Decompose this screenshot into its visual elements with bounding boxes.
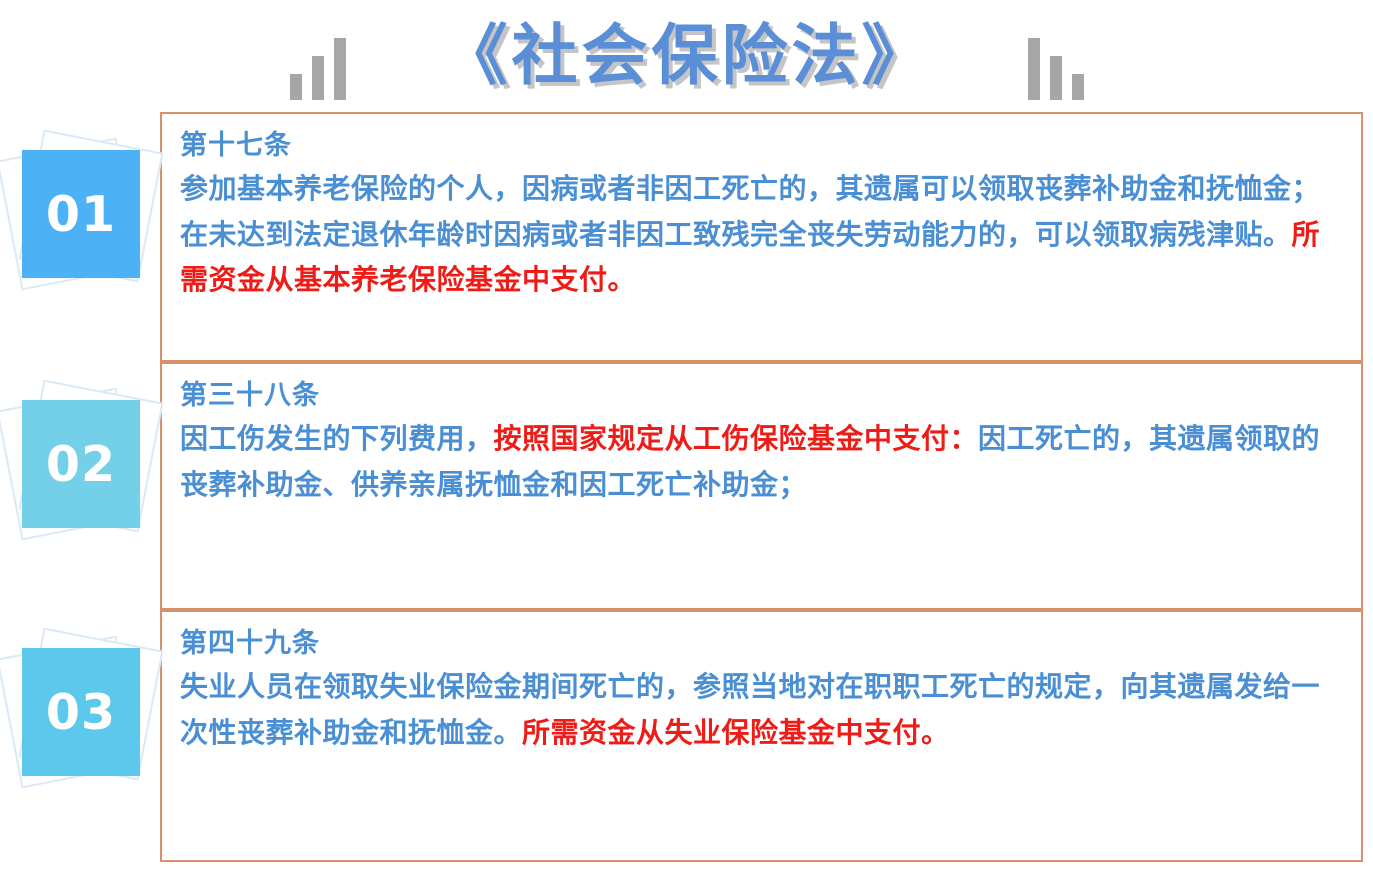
block-number-badge: 02 [22,400,140,528]
article-block: 02 第三十八条 因工伤发生的下列费用，按照国家规定从工伤保险基金中支付：因工死… [0,362,1373,610]
block-number-badge: 01 [22,150,140,278]
article-body-plain: 参加基本养老保险的个人，因病或者非因工死亡的，其遗属可以领取丧葬补助金和抚恤金；… [180,172,1321,251]
article-title: 第三十八条 [180,380,320,411]
article-body: 失业人员在领取失业保险金期间死亡的，参照当地对在职职工死亡的规定，向其遗属发给一… [180,664,1347,755]
decor-bar [1027,38,1040,100]
article-body: 参加基本养老保险的个人，因病或者非因工死亡的，其遗属可以领取丧葬补助金和抚恤金；… [180,166,1347,302]
article-body: 因工伤发生的下列费用，按照国家规定从工伤保险基金中支付：因工死亡的，其遗属领取的… [180,416,1347,507]
article-block: 03 第四十九条 失业人员在领取失业保险金期间死亡的，参照当地对在职职工死亡的规… [0,610,1373,862]
article-body-plain: 失业人员在领取失业保险金期间死亡的，参照当地对在职职工死亡的规定，向其遗属发给一… [180,670,1321,749]
article-body-highlight: 所需资金从失业保险基金中支付。 [522,715,950,749]
article-body-plain: 因工伤发生的下列费用， [180,422,494,456]
badge-zone: 01 [0,112,164,362]
block-number-badge: 03 [22,648,140,776]
badge-zone: 03 [0,610,164,862]
bar-chart-ascending-icon [289,30,346,100]
article-card: 第三十八条 因工伤发生的下列费用，按照国家规定从工伤保险基金中支付：因工死亡的，… [160,362,1363,610]
page-title: 《社会保险法》 [441,17,932,94]
article-card: 第四十九条 失业人员在领取失业保险金期间死亡的，参照当地对在职职工死亡的规定，向… [160,610,1363,862]
block-number-label: 03 [45,683,117,741]
badge-zone: 02 [0,362,164,610]
decor-bar [1049,56,1062,100]
block-number-label: 02 [45,435,117,493]
article-body-highlight: 按照国家规定从工伤保险基金中支付： [493,422,979,456]
article-block: 01 第十七条 参加基本养老保险的个人，因病或者非因工死亡的，其遗属可以领取丧葬… [0,112,1373,362]
poster-header: 《社会保险法》 [0,0,1373,112]
decor-bar [289,74,302,100]
article-title: 第四十九条 [180,628,320,659]
decor-bar [1071,74,1084,100]
article-body-highlight: 所需资金从基本养老保险基金中支付。 [180,217,1321,297]
article-title: 第十七条 [180,130,292,161]
block-number-label: 01 [45,185,117,243]
decor-bar [311,56,324,100]
article-body-tail: 因工死亡的，其遗属领取的丧葬补助金、供养亲属抚恤金和因工死亡补助金； [180,422,1321,501]
decor-bar [333,38,346,100]
bar-chart-descending-icon [1027,30,1084,100]
article-card: 第十七条 参加基本养老保险的个人，因病或者非因工死亡的，其遗属可以领取丧葬补助金… [160,112,1363,362]
